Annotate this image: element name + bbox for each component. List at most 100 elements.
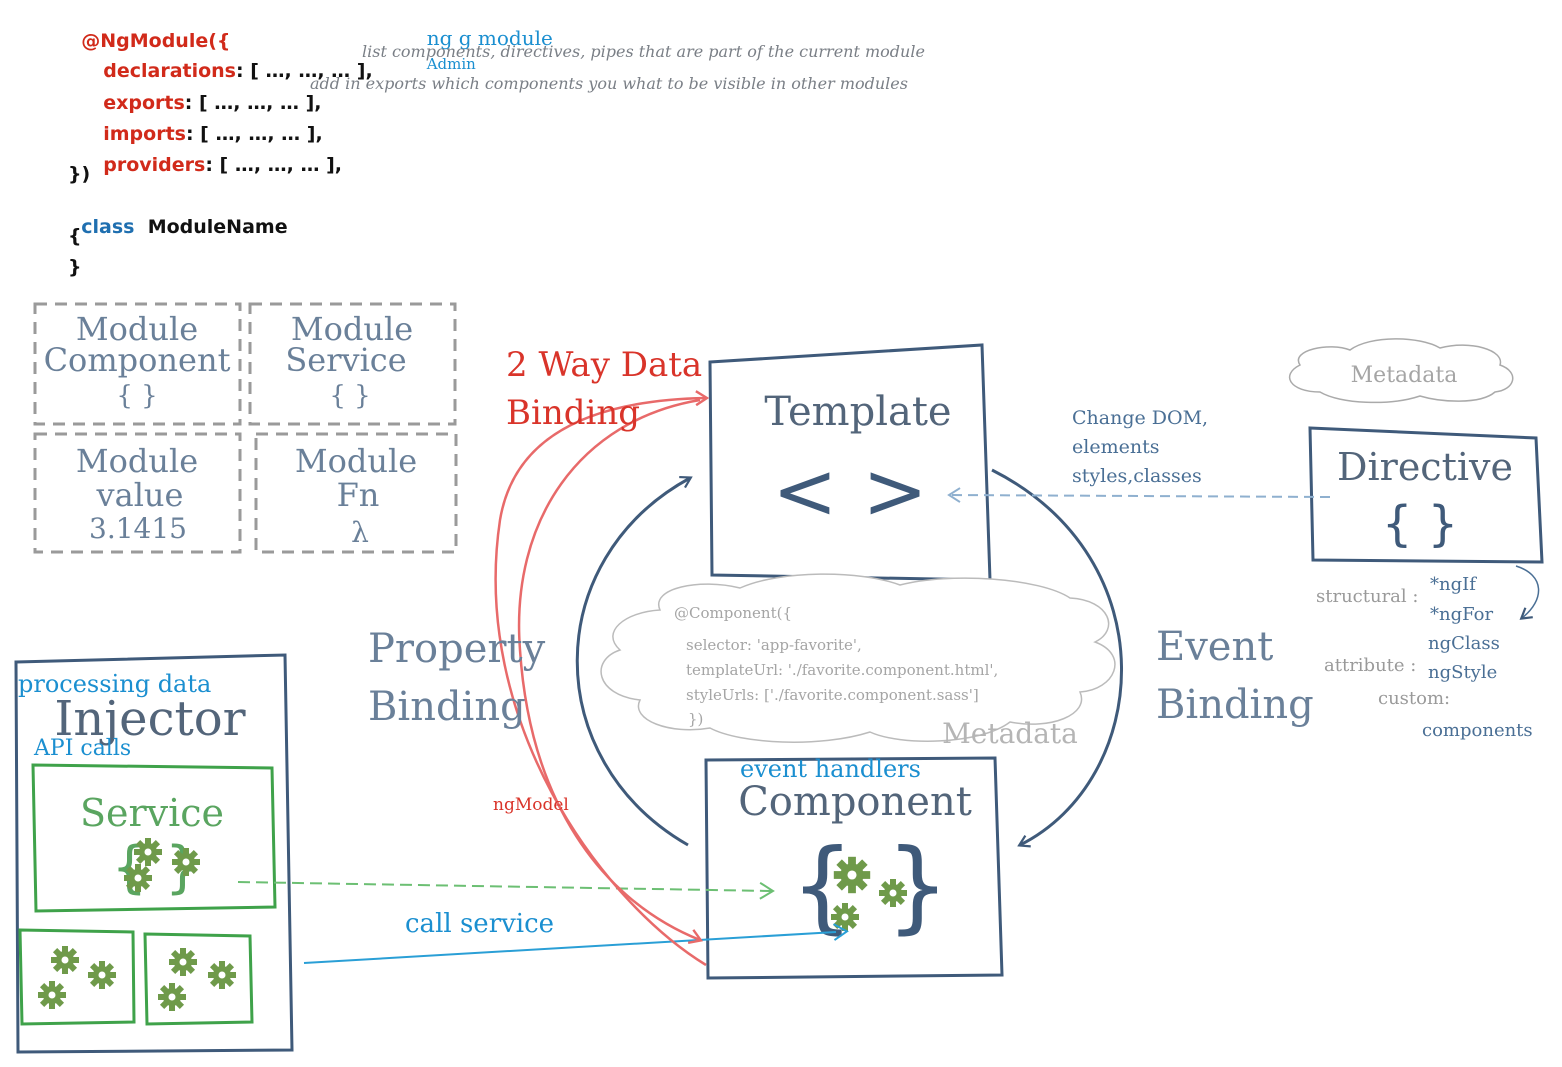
structural-label: structural : — [1316, 586, 1418, 607]
cli-hint-command: ng g module — [426, 26, 553, 50]
component-braces: { } — [790, 827, 949, 944]
gear-icon — [88, 961, 116, 989]
custom-components: components — [1422, 720, 1533, 741]
cli-hint-arg: Admin — [426, 55, 476, 73]
component-box: Component { } — [704, 756, 1004, 980]
module-component-line3: { } — [116, 381, 157, 411]
injector-box: Injector Service { } — [14, 653, 294, 1054]
module-service-box — [248, 302, 457, 426]
code-decorator-close: }) — [68, 163, 91, 185]
module-fn-box — [254, 432, 458, 554]
metadata-line-selector: selector: 'app-favorite', — [686, 636, 862, 654]
gear-icon — [158, 983, 186, 1011]
structural-ngif: *ngIf — [1430, 574, 1477, 595]
directive-box: Directive { } — [1308, 426, 1544, 564]
api-calls-label: API calls — [33, 736, 131, 761]
change-dom-line3: styles,classes — [1072, 465, 1202, 487]
attribute-ngclass: ngClass — [1428, 633, 1500, 654]
service-title: Service — [80, 791, 224, 835]
component-metadata-cloud — [600, 573, 1116, 743]
code-brace-open: { — [68, 225, 82, 247]
gear-icon — [172, 848, 200, 876]
event-binding-line2: Binding — [1156, 682, 1314, 728]
property-binding-arrow — [575, 475, 693, 847]
module-fn-line2: Fn — [337, 476, 380, 514]
imports-value: : [ …, …, … ], — [185, 123, 323, 145]
service-injection-arrow — [237, 881, 775, 900]
call-service-label: call service — [405, 909, 554, 939]
code-providers: providers: [ …, …, … ], — [90, 132, 342, 176]
two-way-binding-arrow-down — [517, 398, 700, 940]
gear-icon — [833, 856, 871, 894]
module-value-line1: Module — [76, 442, 198, 480]
module-value-box — [33, 432, 242, 554]
gear-icon — [124, 864, 152, 892]
code-class-line: class ModuleName — [68, 194, 288, 238]
gear-icon — [208, 961, 236, 989]
directive-to-template-arrow — [947, 487, 1331, 503]
cli-hint: ng g module Admin — [414, 2, 553, 74]
gear-icon — [38, 981, 66, 1009]
exports-value: : [ …, …, … ], — [184, 92, 322, 114]
structural-bracket-arrow — [1515, 565, 1540, 620]
property-binding-line2: Binding — [368, 684, 526, 730]
gear-icon — [831, 903, 859, 931]
directive-title: Directive — [1337, 445, 1513, 489]
metadata-component-label: Metadata — [942, 717, 1078, 750]
metadata-directive-label: Metadata — [1351, 363, 1458, 388]
event-binding-line1: Event — [1156, 624, 1273, 670]
providers-key: providers — [103, 154, 206, 176]
module-grid — [33, 302, 458, 554]
module-service-line2: Service — [285, 341, 406, 379]
provider-slot-left — [18, 928, 136, 1026]
metadata-cloud-directive — [1288, 338, 1514, 404]
change-dom-line1: Change DOM, — [1072, 407, 1208, 429]
gear-icon — [169, 948, 197, 976]
injector-title: Injector — [54, 691, 245, 747]
metadata-line-close: }) — [688, 710, 703, 728]
call-service-arrow — [303, 923, 849, 964]
metadata-line-template: templateUrl: './favorite.component.html'… — [686, 661, 998, 679]
code-imports: imports: [ …, …, … ], — [90, 101, 323, 145]
providers-value: : [ …, …, … ], — [205, 154, 343, 176]
code-decorator-open: @NgModule({ — [68, 8, 230, 52]
code-declarations: declarations: [ …, …, … ], — [90, 38, 373, 82]
property-binding-line1: Property — [368, 626, 546, 672]
change-dom-line2: elements — [1072, 436, 1159, 458]
exports-key: exports — [103, 92, 185, 114]
gear-icon — [879, 879, 907, 907]
metadata-line-decorator: @Component({ — [674, 604, 792, 622]
template-box: Template < > — [708, 343, 992, 582]
attribute-ngstyle: ngStyle — [1428, 662, 1497, 683]
module-component-line2: Component — [44, 341, 231, 379]
event-handlers-label: event handlers — [740, 755, 921, 783]
custom-label: custom: — [1378, 688, 1450, 709]
structural-ngfor: *ngFor — [1430, 604, 1493, 625]
gear-icon — [51, 946, 79, 974]
module-value-line3: 3.1415 — [89, 512, 187, 545]
gear-icon — [134, 838, 162, 866]
directive-braces: { } — [1382, 496, 1458, 552]
attribute-label: attribute : — [1324, 655, 1416, 676]
processing-data-label: processing data — [18, 670, 211, 698]
two-way-binding-line2: Binding — [506, 393, 640, 433]
declarations-key: declarations — [103, 60, 236, 82]
module-fn-line3: λ — [351, 516, 369, 549]
module-service-line1: Module — [291, 310, 413, 348]
module-component-line1: Module — [76, 310, 198, 348]
service-box: Service { } — [31, 763, 277, 913]
class-name: ModuleName — [147, 216, 288, 238]
code-exports: exports: [ …, …, … ], — [90, 70, 322, 114]
template-symbol: < > — [772, 447, 928, 537]
component-title: Component — [738, 779, 972, 825]
code-brace-close: } — [68, 256, 82, 278]
provider-slot-right — [143, 932, 254, 1026]
ngmodel-label: ngModel — [493, 795, 569, 815]
imports-key: imports — [103, 123, 186, 145]
module-fn-line1: Module — [295, 442, 417, 480]
declarations-value: : [ …, …, … ], — [236, 60, 373, 82]
metadata-line-styles: styleUrls: ['./favorite.component.sass'] — [686, 686, 979, 704]
ngmodule-decorator: @NgModule({ — [81, 30, 231, 52]
module-service-line3: { } — [329, 381, 370, 411]
